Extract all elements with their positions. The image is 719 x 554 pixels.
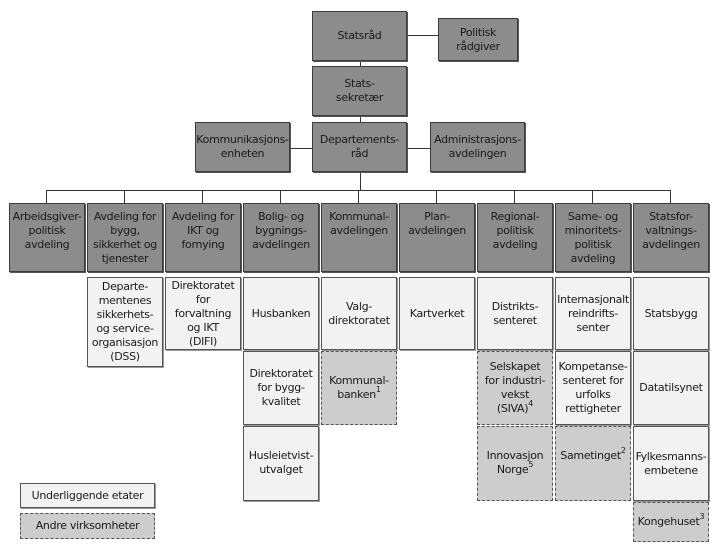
footnote-marker: 2: [620, 446, 626, 455]
box-label: Sametinget2: [560, 446, 626, 463]
department-avdeling-for-ikt-og-fornying: Avdeling for IKT og fornying: [165, 203, 241, 272]
box-label: Kommunal- banken1: [329, 374, 389, 401]
box-label: Regional- politisk avdeling: [490, 210, 540, 251]
box-label: Husleietvist- utvalget: [248, 449, 314, 476]
box-label: Arbeidsgiver- politisk avdeling: [12, 210, 82, 251]
box-label: Statsbygg: [644, 306, 698, 320]
footnote-marker: 3: [699, 512, 705, 521]
politisk-radgiver-box: Politisk rådgiver: [438, 18, 518, 61]
box-label: Bolig- og bygnings- avdelingen: [252, 210, 310, 251]
unit-husbanken: Husbanken: [243, 277, 319, 350]
department-bolig-og-bygnings-avdelingen: Bolig- og bygnings- avdelingen: [243, 203, 319, 272]
unit-direktoratet-for-bygg-kvalitet: Direktoratet for bygg- kvalitet: [243, 351, 319, 425]
box-label: Fylkesmanns- embetene: [635, 449, 707, 477]
box-label: Innovasjon Norge5: [486, 449, 544, 476]
unit-innovasjon-norge: Innovasjon Norge5: [477, 426, 553, 501]
box-label: Selskapet for industri- vekst (SIVA)4: [484, 360, 546, 415]
kommunikasjonsenheten-box: Kommunikasjons- enheten: [195, 122, 290, 172]
statsrad-box: Statsråd: [312, 11, 407, 61]
connector-department-drop: [670, 190, 671, 203]
box-label: Same- og minoritets- politisk avdeling: [564, 210, 622, 265]
unit-husleietvist-utvalget: Husleietvist- utvalget: [243, 426, 319, 501]
unit-internasjonalt-reindrifts-senter: Internasjonalt reindrifts- senter: [555, 277, 631, 350]
box-label: Valg- direktoratet: [328, 299, 390, 327]
statssekretaer-box: Stats- sekretær: [312, 66, 407, 116]
connector-department-drop: [592, 190, 593, 203]
department-arbeidsgiver-politisk-avdeling: Arbeidsgiver- politisk avdeling: [9, 203, 85, 272]
footnote-marker: 4: [528, 399, 534, 408]
box-label: Avdeling for IKT og fornying: [171, 210, 235, 251]
department-regional-politisk-avdeling: Regional- politisk avdeling: [477, 203, 553, 272]
legend-underliggende-etater: Underliggende etater: [20, 483, 155, 508]
unit-selskapet-for-industri-vekst-siva: Selskapet for industri- vekst (SIVA)4: [477, 351, 553, 425]
unit-kartverket: Kartverket: [399, 277, 475, 350]
box-label: Kartverket: [409, 306, 465, 320]
box-label: Kongehuset3: [637, 512, 705, 529]
connector-administrasjon: [407, 148, 431, 149]
box-label: Kompetanse- senteret for urfolks rettigh…: [558, 360, 628, 415]
department-plan-avdelingen: Plan- avdelingen: [399, 203, 475, 272]
footnote-marker: 5: [528, 460, 534, 469]
box-label: Distrikts- senteret: [491, 299, 539, 327]
connector-statsrad-radgiver: [407, 35, 439, 36]
footnote-marker: 1: [375, 385, 381, 394]
unit-distrikts-senteret: Distrikts- senteret: [477, 277, 553, 350]
box-label: Direktoratet for forvaltning og IKT (DIF…: [171, 278, 235, 348]
legend-andre-virksomheter: Andre virksomheter: [20, 513, 155, 539]
unit-sametinget: Sametinget2: [555, 426, 631, 501]
department-statsfor-valtnings-avdelingen: Statsfor- valtnings- avdelingen: [633, 203, 709, 272]
connector-department-drop: [280, 190, 281, 203]
box-label: Kommunal- avdelingen: [329, 210, 389, 237]
connector-department-drop: [358, 190, 359, 203]
department-avdeling-for-bygg-sikkerhet-og-tjenester: Avdeling for bygg, sikkerhet og tjeneste…: [87, 203, 163, 272]
box-label: Statsfor- valtnings- avdelingen: [642, 210, 700, 251]
connector-department-drop: [46, 190, 47, 203]
unit-datatilsynet: Datatilsynet: [633, 351, 709, 425]
unit-kommunal-banken: Kommunal- banken1: [321, 351, 397, 425]
connector-kommunikasjon: [290, 148, 314, 149]
box-label: Datatilsynet: [639, 381, 703, 394]
box-label: Internasjonalt reindrifts- senter: [557, 292, 629, 334]
unit-fylkesmanns-embetene: Fylkesmanns- embetene: [633, 426, 709, 501]
box-label: Plan- avdelingen: [408, 210, 466, 237]
unit-departe-mentenes-sikkerhets-og-service-organisasjon-dss: Departe- mentenes sikkerhets- og service…: [87, 277, 163, 367]
unit-statsbygg: Statsbygg: [633, 277, 709, 350]
connector-department-drop: [202, 190, 203, 203]
box-label: Direktoratet for bygg- kvalitet: [249, 367, 313, 408]
unit-kongehuset: Kongehuset3: [633, 502, 709, 542]
connector-department-drop: [436, 190, 437, 203]
department-same-og-minoritets-politisk-avdeling: Same- og minoritets- politisk avdeling: [555, 203, 631, 272]
box-label: Husbanken: [251, 306, 311, 320]
unit-direktoratet-for-forvaltning-og-ikt-difi: Direktoratet for forvaltning og IKT (DIF…: [165, 277, 241, 350]
administrasjonsavdelingen-box: Administrasjons- avdelingen: [430, 122, 525, 172]
departementsrad-box: Departements- råd: [312, 122, 407, 172]
box-label: Departe- mentenes sikkerhets- og service…: [91, 280, 159, 363]
connector-department-drop: [124, 190, 125, 203]
box-label: Avdeling for bygg, sikkerhet og tjeneste…: [93, 210, 157, 265]
unit-kompetanse-senteret-for-urfolks-rettigheter: Kompetanse- senteret for urfolks rettigh…: [555, 351, 631, 425]
department-kommunal-avdelingen: Kommunal- avdelingen: [321, 203, 397, 272]
unit-valg-direktoratet: Valg- direktoratet: [321, 277, 397, 350]
connector-department-drop: [514, 190, 515, 203]
